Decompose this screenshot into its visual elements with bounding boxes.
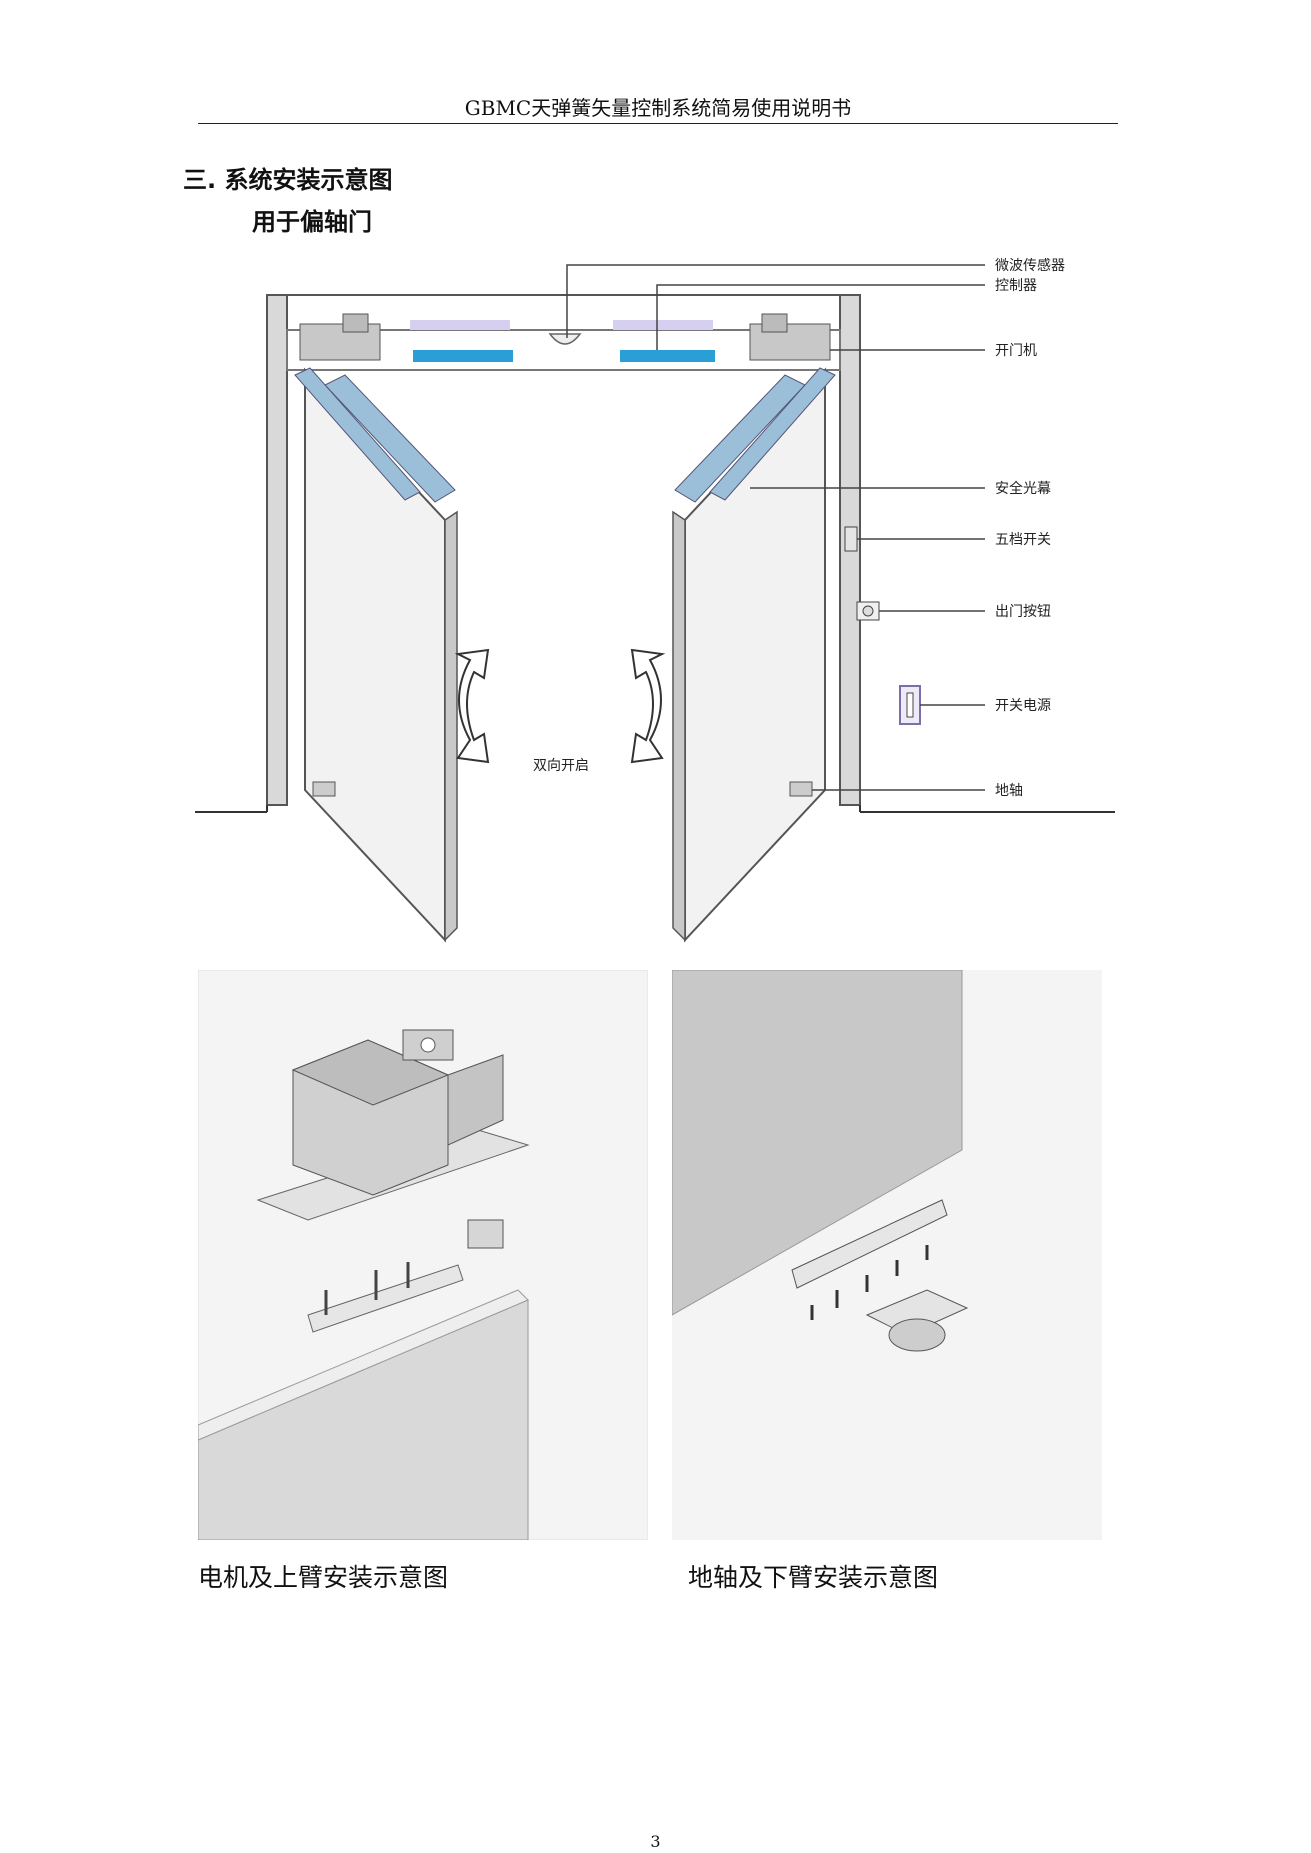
label-door-opener: 开门机: [995, 343, 1037, 359]
door-leaf-left: [294, 367, 458, 943]
controller-bar-left: [413, 350, 513, 362]
power-switch-slot: [906, 692, 914, 718]
label-power-switch: 开关电源: [995, 698, 1051, 714]
label-exit-button: 出门按钮: [995, 604, 1051, 620]
bidirectional-label: 双向开启: [533, 758, 589, 774]
floor-pivot-left: [312, 781, 336, 797]
transom-accent-left: [410, 320, 510, 330]
exit-button-knob: [862, 605, 874, 617]
controller-bar-right: [620, 350, 715, 362]
microwave-sensor: [548, 333, 582, 345]
header-rule: [198, 123, 1118, 124]
bidirectional-arrows: [454, 648, 666, 764]
door-opener-left: [299, 313, 381, 361]
floor-pivot-right: [789, 781, 813, 797]
page-header: GBMC天弹簧矢量控制系统简易使用说明书: [464, 96, 852, 120]
door-leaf-right: [672, 367, 836, 943]
caption-motor-upper-arm: 电机及上臂安装示意图: [198, 1563, 449, 1592]
page-number: 3: [650, 1832, 661, 1851]
label-five-switch: 五档开关: [995, 532, 1051, 548]
label-light-curtain: 安全光幕: [995, 480, 1051, 497]
motor-upper-arm-photo: [198, 970, 648, 1540]
caption-floor-pivot-lower-arm: 地轴及下臂安装示意图: [688, 1563, 939, 1592]
door-frame: [266, 294, 861, 806]
section-title: 三. 系统安装示意图: [183, 166, 393, 194]
callout-lines: [566, 264, 985, 791]
transom-accent-right: [613, 320, 713, 330]
door-opener-right: [749, 313, 831, 361]
label-controller: 控制器: [995, 278, 1037, 294]
floor-pivot-lower-arm-photo: [672, 970, 1102, 1540]
floor-lines: [195, 805, 1115, 813]
five-position-switch: [844, 526, 858, 552]
section-subtitle: 用于偏轴门: [252, 208, 372, 236]
label-microwave-sensor: 微波传感器: [995, 257, 1065, 274]
door-installation-diagram: 双向开启 微波传感器 控制器 开门机 安全光幕 五档开关 出门按钮 开关电源 地…: [195, 257, 1115, 943]
label-floor-pivot: 地轴: [995, 783, 1023, 799]
